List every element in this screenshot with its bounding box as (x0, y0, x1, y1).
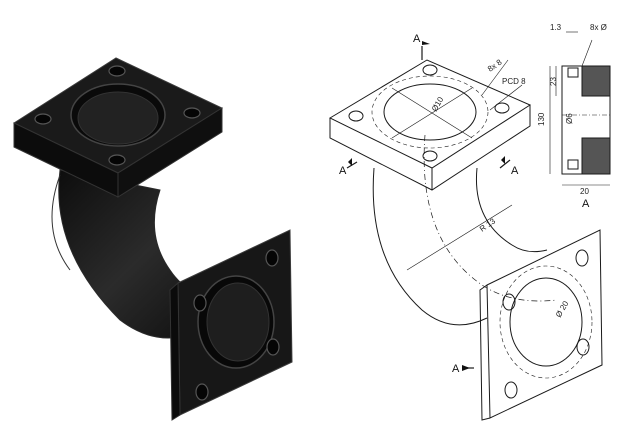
dim-hole-count: 8x 8 (486, 57, 504, 73)
technical-drawing-view: A A A A A 8x 8 PCD 8 Ø10 R 13 Ø 20 1.3 8… (312, 0, 625, 431)
bolt-hole (502, 293, 516, 311)
dim-bottom-bore: Ø 20 (554, 299, 571, 319)
dim-section-holes: 8x Ø (590, 23, 607, 32)
bolt-hole (108, 154, 126, 166)
solid-render-view (0, 0, 312, 431)
dim-pcd: PCD 8 (502, 77, 526, 86)
pipe-inner-edge (475, 167, 548, 253)
bottom-flange-outline (486, 229, 603, 419)
section-marker-label: A (413, 33, 421, 45)
bolt-hole (183, 107, 201, 119)
elbow-line-drawing: A A A A A 8x 8 PCD 8 Ø10 R 13 Ø 20 1.3 8… (328, 23, 611, 421)
section-hatch-bottom (581, 137, 611, 175)
bolt-hole (422, 64, 438, 76)
top-pcd-circle (371, 75, 489, 149)
bottom-bore-outline (509, 277, 583, 367)
section-arrow (462, 365, 470, 371)
bolt-hole (265, 249, 279, 267)
dim-section-bore: Ø6 (565, 113, 574, 124)
section-view-label: A (582, 198, 590, 210)
centre-line (423, 134, 558, 302)
dim-section-width: 20 (580, 187, 589, 196)
section-hatch-top (581, 65, 611, 97)
bolt-hole (575, 249, 589, 267)
bolt-hole (422, 150, 438, 162)
bolt-hole (108, 65, 126, 77)
bolt-hole (504, 381, 518, 399)
dim-section-step: 23 (549, 77, 558, 86)
bolt-hole (193, 294, 207, 312)
elbow-solid-render (12, 57, 293, 421)
bolt-hole (348, 110, 364, 122)
bolt-hole (576, 338, 590, 356)
section-marker-label: A (452, 363, 460, 375)
bolt-hole (494, 102, 510, 114)
dim-section-offset: 1.3 (550, 23, 562, 32)
bolt-hole (34, 113, 52, 125)
section-marker-label: A (339, 165, 347, 177)
pipe-outer-edge (372, 167, 488, 326)
dim-section-height: 130 (537, 112, 546, 126)
section-marker-label: A (511, 165, 519, 177)
top-bore-outline (383, 83, 477, 141)
bolt-hole (195, 383, 209, 401)
dim-top-bore: Ø10 (430, 95, 446, 113)
bottom-pcd-circle (499, 265, 593, 379)
section-arrow (348, 158, 352, 166)
section-arrow (422, 41, 430, 45)
section-arrow (501, 156, 505, 164)
bolt-hole (266, 338, 280, 356)
